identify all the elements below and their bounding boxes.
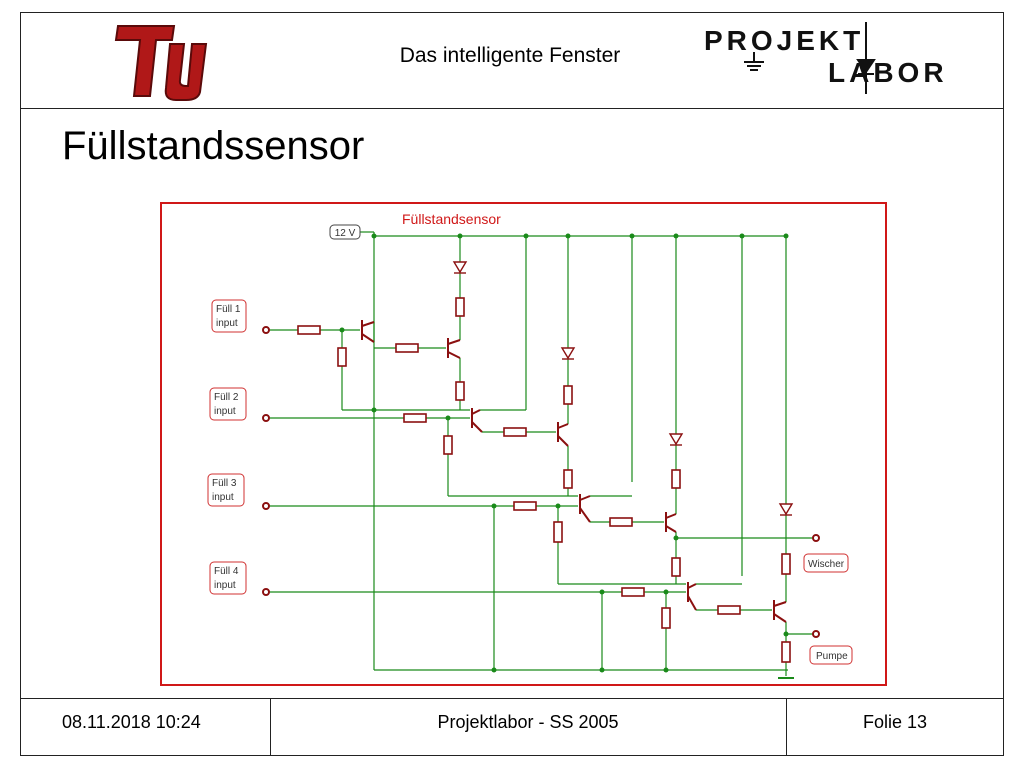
- schematic-frame: [160, 202, 887, 686]
- terminals: [262, 326, 820, 638]
- page-title: Füllstandssensor: [62, 124, 365, 168]
- svg-text:Wischer: Wischer: [808, 559, 845, 570]
- supply-label-text: 12 V: [335, 228, 356, 239]
- resistors: [297, 297, 791, 663]
- diode-symbol-icon: [856, 22, 876, 94]
- svg-text:input: input: [212, 492, 234, 503]
- led-icons: [452, 261, 794, 516]
- input-label-3: Füll 3 input: [207, 473, 245, 507]
- header-divider: [20, 108, 1004, 109]
- footer-separator: [786, 698, 787, 756]
- tu-berlin-logo: berlin: [114, 25, 217, 101]
- header-title: Das intelligente Fenster: [399, 44, 621, 67]
- supply-label: 12 V: [329, 224, 361, 240]
- svg-text:input: input: [214, 580, 236, 591]
- footer-divider: [20, 698, 1004, 699]
- svg-text:input: input: [216, 318, 238, 329]
- svg-text:input: input: [214, 406, 236, 417]
- input-label-2: Füll 2 input: [209, 387, 247, 421]
- junctions: [339, 233, 789, 673]
- transistors: [361, 320, 787, 623]
- tu-logo-mark: [114, 25, 208, 101]
- svg-text:Füll 1: Füll 1: [216, 304, 241, 315]
- footer-datetime: 08.11.2018 10:24: [62, 712, 201, 732]
- output-label-wischer: Wischer: [803, 553, 849, 573]
- footer-course: Projektlabor - SS 2005: [437, 712, 619, 732]
- projektlabor-logo: PROJEKT LABOR: [704, 22, 948, 94]
- schematic-title: Füllstandsensor: [402, 211, 501, 227]
- logo-line-projekt: PROJEKT: [704, 25, 864, 56]
- logo-line-labor: LABOR: [828, 57, 948, 88]
- svg-text:Füll 3: Füll 3: [212, 478, 237, 489]
- input-label-4: Füll 4 input: [209, 561, 247, 595]
- svg-text:Füll 2: Füll 2: [214, 392, 239, 403]
- circuit-schematic: Füllstandsensor: [160, 202, 887, 686]
- svg-text:Pumpe: Pumpe: [816, 651, 848, 662]
- footer-slide-number: Folie 13: [862, 712, 928, 732]
- tu-logo-sub: berlin: [205, 46, 217, 76]
- output-label-pumpe: Pumpe: [809, 645, 853, 665]
- svg-text:Füll 4: Füll 4: [214, 566, 239, 577]
- input-label-1: Füll 1 input: [211, 299, 247, 333]
- slide-frame: [20, 12, 1004, 756]
- footer-separator: [270, 698, 271, 756]
- ground-symbol-icon: [744, 52, 764, 71]
